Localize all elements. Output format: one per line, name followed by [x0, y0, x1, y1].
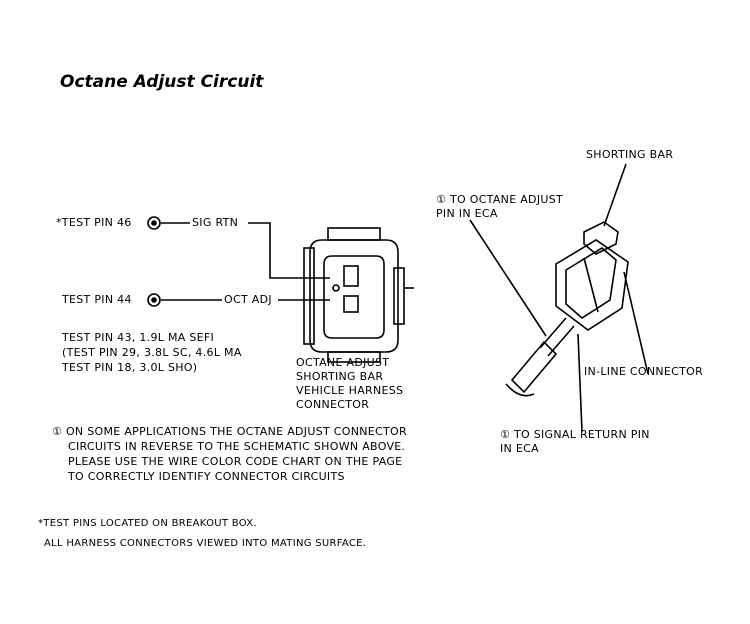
inline-connector-label: IN-LINE CONNECTOR: [584, 365, 704, 378]
harness-cable: [510, 340, 558, 394]
connector-key: [332, 284, 340, 292]
to-octane-adjust-line: PIN IN ECA: [436, 207, 498, 220]
footnote-breakout-box: *TEST PINS LOCATED ON BREAKOUT BOX.: [38, 518, 257, 529]
signal-return-leader: [577, 333, 583, 433]
connector-socket-top: [343, 265, 359, 287]
octane-adjust-leader: [469, 219, 547, 337]
connector-left-rail: [303, 247, 315, 345]
to-signal-return-line: ① TO SIGNAL RETURN PIN: [500, 428, 650, 441]
oct-adj-label: OCT ADJ: [224, 293, 272, 306]
to-signal-return-label: ① TO SIGNAL RETURN PIN IN ECA: [500, 428, 650, 456]
connector-bottom-tab: [327, 351, 381, 363]
connector-socket-bottom: [343, 295, 359, 313]
test-pin-44-label: TEST PIN 44: [62, 293, 132, 306]
test-pin-46-terminal: [147, 216, 161, 230]
test-pin-note-line: (TEST PIN 29, 3.8L SC, 4.6L MA: [62, 346, 242, 359]
footnote-mating-surface: ALL HARNESS CONNECTORS VIEWED INTO MATIN…: [44, 538, 367, 549]
wire-a: [539, 317, 567, 349]
test-pin-note-line: TEST PIN 43, 1.9L MA SEFI: [62, 331, 215, 344]
inline-connector-leader: [623, 271, 649, 375]
inline-connector-seam: [583, 257, 599, 313]
test-pin-44-dot: [151, 297, 157, 303]
reverse-note: ① ON SOME APPLICATIONS THE OCTANE ADJUST…: [52, 424, 407, 484]
to-octane-adjust-line: ① TO OCTANE ADJUST: [436, 193, 564, 206]
connector-caption-line: CONNECTOR: [296, 398, 370, 411]
shorting-bar-label: SHORTING BAR: [586, 148, 674, 161]
harness-sleeve-edge: [505, 383, 535, 397]
shorting-bar-leader: [603, 163, 627, 227]
connector-top-tab: [327, 227, 381, 241]
test-pin-46-dot: [151, 220, 157, 226]
reverse-note-line: CIRCUITS IN REVERSE TO THE SCHEMATIC SHO…: [68, 440, 406, 453]
reverse-note-line: TO CORRECTLY IDENTIFY CONNECTOR CIRCUITS: [68, 470, 345, 483]
to-octane-adjust-label: ① TO OCTANE ADJUST PIN IN ECA: [436, 193, 563, 221]
sig-rtn-wire: [248, 222, 330, 279]
connector-caption: OCTANE ADJUST SHORTING BAR VEHICLE HARNE…: [296, 356, 403, 412]
shorting-bar-shape: [583, 221, 619, 255]
test-pin-note: TEST PIN 43, 1.9L MA SEFI (TEST PIN 29, …: [62, 330, 242, 375]
test-pin-46-label: *TEST PIN 46: [56, 216, 132, 229]
inline-connector-inner: [565, 247, 617, 319]
inline-connector-body: [555, 239, 629, 331]
connector-caption-line: SHORTING BAR: [296, 370, 384, 383]
to-signal-return-line: IN ECA: [500, 442, 539, 455]
connector-caption-line: VEHICLE HARNESS: [296, 384, 404, 397]
connector-inner: [323, 255, 385, 339]
diagram-title: Octane Adjust Circuit: [60, 72, 264, 92]
reverse-note-line: ① ON SOME APPLICATIONS THE OCTANE ADJUST…: [52, 425, 407, 438]
test-pin-note-line: TEST PIN 18, 3.0L SHO): [62, 361, 198, 374]
reverse-note-line: PLEASE USE THE WIRE COLOR CODE CHART ON …: [68, 455, 403, 468]
sig-rtn-label: SIG RTN: [192, 216, 239, 229]
connector-caption-line: OCTANE ADJUST: [296, 356, 390, 369]
wire-b: [547, 325, 575, 357]
connector-right-rail: [393, 267, 405, 325]
test-pin-44-terminal: [147, 293, 161, 307]
